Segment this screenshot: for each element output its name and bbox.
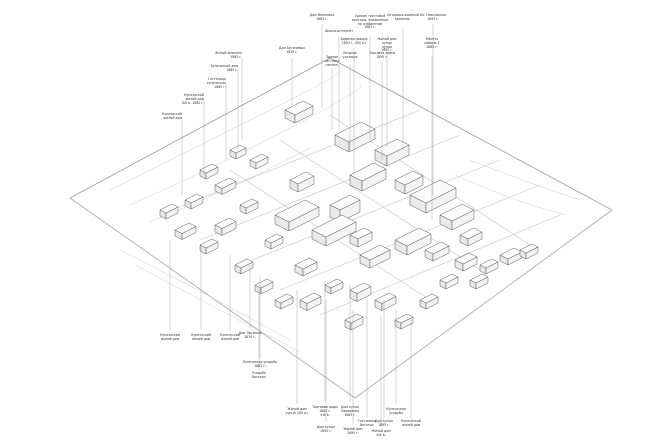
label-bot-10: Гостиница богатых — [358, 419, 376, 427]
leader-lines — [169, 24, 434, 426]
label-top-9: Здание частного гимназ. — [324, 55, 340, 67]
label-bot-7: Жилой дом купца (XIX в.) — [285, 407, 309, 415]
building-7 — [329, 194, 361, 211]
label-bot-4: Дом Лыгиных 1870 г. — [238, 331, 262, 339]
label-bot-12: Купеческая усадьба — [386, 407, 406, 415]
building-31 — [264, 233, 284, 244]
label-bot-1: Купеческий жилой дом — [160, 333, 180, 341]
building-5 — [439, 203, 475, 222]
building-1 — [334, 121, 376, 143]
label-top-8: Администрация 1893 г. (XIX в.) — [340, 37, 368, 45]
building-34 — [274, 293, 294, 304]
building-30 — [249, 153, 269, 164]
label-top-5: Историко-ахивный археолог. — [387, 13, 419, 21]
building-42 — [469, 273, 489, 284]
building-0 — [284, 100, 314, 116]
building-33 — [254, 278, 274, 289]
building-28 — [289, 171, 315, 185]
label-top-6: Бл. Никольская 1893 г. — [419, 13, 447, 21]
building-35 — [299, 292, 322, 304]
building-6 — [349, 162, 387, 182]
building-36 — [324, 278, 344, 289]
building-43 — [519, 243, 539, 254]
label-bot-5: Купеческая усадьба 1883 г. — [242, 360, 278, 368]
label-bot-11: Дом купца 1895 г. — [375, 419, 393, 427]
building-12 — [359, 244, 391, 261]
label-left-5: Купеческий жилой дом — [162, 112, 182, 120]
label-bot-2: Купеческий жилой дом — [191, 333, 211, 341]
building-37 — [349, 282, 372, 294]
label-top-2: Дом Мельника 1883 г. — [309, 13, 335, 21]
label-bot-15: Жилой дом 1895 г. — [343, 427, 363, 435]
label-left-1: Жилой флигель 1885 г. — [215, 51, 242, 59]
building-16 — [479, 258, 499, 269]
building-13 — [394, 227, 432, 247]
building-15 — [454, 252, 478, 265]
building-blocks — [159, 100, 539, 331]
building-39 — [394, 313, 414, 324]
building-22 — [184, 193, 204, 204]
building-8 — [274, 199, 320, 223]
label-top-1: Дом Бегичевых 1829 г. — [279, 46, 305, 54]
terrain-edge-right — [354, 209, 613, 399]
building-23 — [159, 203, 179, 214]
label-bot-9: Дом купца Караваева 1883 г. — [341, 405, 359, 417]
building-41 — [419, 293, 439, 304]
building-27 — [239, 198, 259, 209]
building-14 — [424, 241, 450, 255]
label-bot-3: Купеческий жилой дом — [220, 333, 240, 341]
label-top-11: Торговая лавка 1895 г. — [368, 51, 396, 59]
label-top-12: Жилой дом купца купца 1895 г. — [377, 37, 397, 53]
label-bot-16: Жилой дом XIX в. — [371, 429, 391, 437]
label-top-7: Мечеть района 1 1883 г. — [424, 37, 440, 49]
building-18 — [459, 227, 483, 240]
label-bot-8: Торговые ряды 1883 г. XIX в. — [312, 405, 338, 417]
building-3 — [394, 170, 424, 186]
building-10 — [349, 227, 373, 240]
label-top-10: Уездное училище — [342, 51, 358, 59]
building-32 — [234, 258, 254, 269]
building-21 — [214, 177, 237, 189]
building-24 — [174, 222, 197, 234]
building-2 — [374, 138, 410, 157]
label-bot-13: Купеческий жилой дом — [401, 419, 421, 427]
label-left-2: Купеческий дом 1885 г. — [210, 64, 238, 72]
label-bot-14: Дом купца 1895 г. — [317, 425, 335, 433]
label-left-4: Купеческий жилой дом XIX в. 1880 г. — [181, 93, 204, 105]
building-11 — [294, 257, 318, 270]
building-19 — [439, 273, 459, 284]
building-38 — [374, 292, 397, 304]
label-bot-6: Усадьба богатых — [252, 371, 266, 379]
building-26 — [214, 217, 237, 229]
label-top-3: Школа-интернат — [324, 29, 354, 33]
label-left-3: Гостиница купеческая 1885 г. — [206, 77, 226, 89]
building-25 — [199, 238, 219, 249]
label-top-4: Здание трестовой конторы, управления по … — [351, 14, 389, 30]
building-9 — [311, 214, 357, 238]
